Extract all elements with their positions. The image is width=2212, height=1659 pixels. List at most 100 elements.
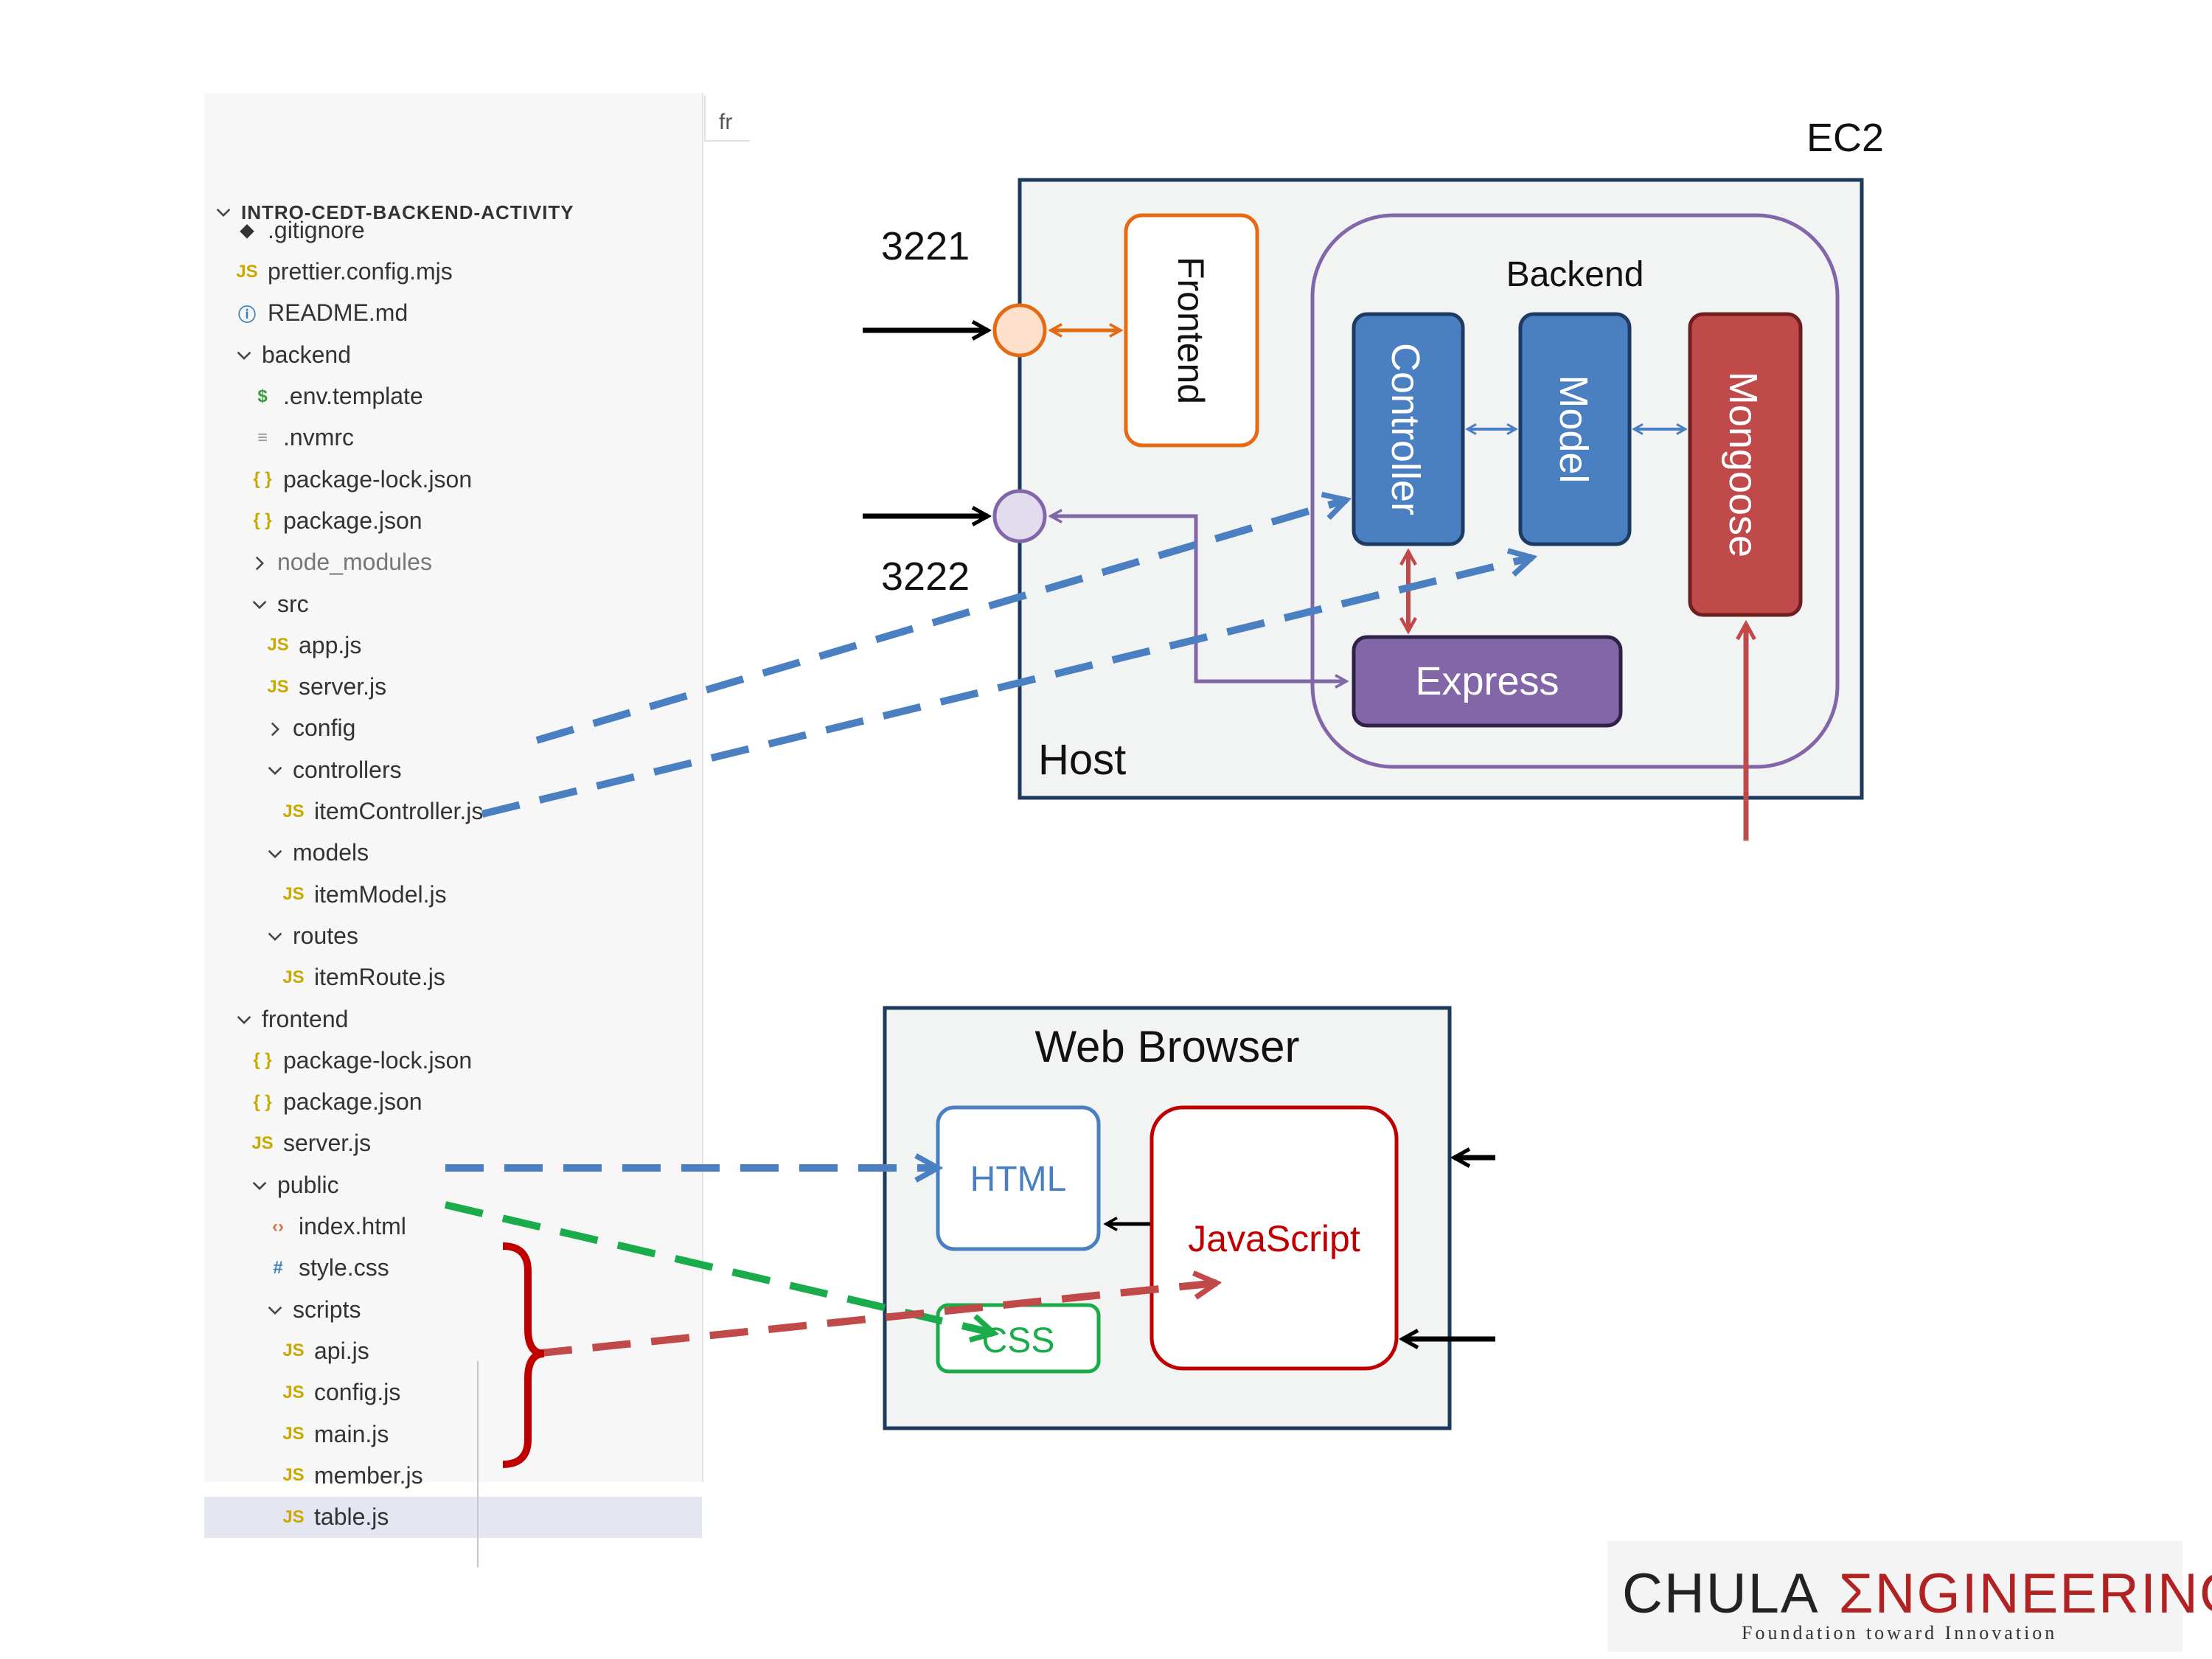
json-file-icon: { }: [253, 1050, 272, 1071]
chevron-down-icon: [234, 1009, 254, 1029]
port-3222-label: 3222: [881, 554, 970, 599]
web-browser-label: Web Browser: [1034, 1022, 1299, 1071]
tree-item-label: package-lock.json: [283, 1046, 473, 1074]
tree-item[interactable]: controllers: [204, 749, 702, 790]
tree-item[interactable]: { }package-lock.json: [204, 459, 702, 500]
tree-item-label: node_modules: [277, 549, 432, 576]
javascript-box: [1150, 1105, 1399, 1371]
tree-item[interactable]: config: [204, 708, 702, 749]
tree-item-label: scripts: [293, 1295, 361, 1323]
chevron-right-icon: [265, 718, 285, 739]
js-file-icon: JS: [267, 676, 289, 697]
javascript-label: JavaScript: [1188, 1218, 1360, 1259]
tree-item[interactable]: ≡.nvmrc: [204, 417, 702, 459]
git-icon: ◆: [240, 220, 254, 240]
explorer-root[interactable]: INTRO-CEDT-BACKEND-ACTIVITY: [204, 192, 702, 233]
chevron-down-icon: [234, 344, 254, 365]
tree-item[interactable]: JS member.js: [204, 1455, 702, 1496]
tree-item-label: index.html: [299, 1213, 406, 1239]
tree-item-label: src: [277, 590, 309, 617]
html-label: HTML: [970, 1160, 1067, 1199]
tree-item[interactable]: public: [204, 1164, 702, 1206]
tree-item-label: itemRoute.js: [314, 964, 445, 991]
js-file-icon: JS: [282, 1465, 305, 1486]
tree-item-label: app.js: [299, 631, 362, 658]
js-file-icon: JS: [267, 635, 289, 655]
tree-item[interactable]: backend: [204, 334, 702, 375]
logo-text-chula: CHULA: [1622, 1562, 1820, 1625]
tree-item-label: backend: [262, 341, 351, 368]
frontend-box: [1124, 213, 1259, 448]
editor-tab[interactable]: fr: [704, 96, 750, 142]
model-label: Model: [1551, 375, 1596, 483]
port-3222-circle: [992, 489, 1047, 543]
tree-item[interactable]: scripts: [204, 1289, 702, 1330]
tree-item[interactable]: { }package.json: [204, 1082, 702, 1123]
chevron-right-icon: [249, 552, 270, 573]
tree-item[interactable]: routes: [204, 915, 702, 956]
json-file-icon: { }: [253, 510, 272, 531]
controller-box: [1352, 312, 1465, 546]
js-file-icon: JS: [282, 1340, 305, 1361]
chevron-down-icon: [213, 202, 234, 223]
chevron-down-icon: [249, 1175, 270, 1195]
backend-container: [1310, 213, 1840, 769]
js-file-icon: JS: [282, 801, 305, 821]
tree-item[interactable]: JS prettier.config.mjs: [204, 251, 702, 293]
tree-item[interactable]: JS app.js: [204, 625, 702, 666]
logo-text-engineering: ΣNGINEERING: [1838, 1562, 2212, 1625]
js-file-icon: JS: [251, 1133, 274, 1153]
frontend-label: Frontend: [1170, 257, 1211, 404]
explorer-root-label: INTRO-CEDT-BACKEND-ACTIVITY: [241, 201, 574, 223]
express-label: Express: [1415, 659, 1559, 703]
tree-item-label: prettier.config.mjs: [268, 258, 453, 285]
port-3221-label: 3221: [881, 224, 970, 268]
tree-item-label: models: [293, 839, 369, 866]
css-file-icon: #: [273, 1257, 283, 1278]
indent-guide: [477, 1361, 479, 1568]
tree-item-label: .gitignore: [268, 216, 365, 243]
tree-item[interactable]: #style.css: [204, 1248, 702, 1289]
html-file-icon: ‹›: [272, 1216, 284, 1237]
tree-item[interactable]: node_modules: [204, 542, 702, 583]
css-label: CSS: [982, 1321, 1055, 1360]
port-3221-circle: [992, 303, 1047, 358]
tree-item[interactable]: $.env.template: [204, 376, 702, 417]
host-label: Host: [1038, 736, 1126, 784]
tree-item[interactable]: JS itemModel.js: [204, 874, 702, 915]
js-file-icon: JS: [282, 1506, 305, 1527]
tree-item[interactable]: { } package-lock.json: [204, 1040, 702, 1081]
tree-item-label: .nvmrc: [283, 424, 354, 451]
tree-item[interactable]: models: [204, 832, 702, 874]
js-file-icon: JS: [282, 884, 305, 905]
backend-label: Backend: [1506, 255, 1644, 294]
tree-item[interactable]: ◆ .gitignore: [204, 209, 702, 251]
tree-item-label: config.js: [314, 1379, 401, 1406]
tree-item[interactable]: src: [204, 583, 702, 625]
tree-item-label: package.json: [283, 507, 422, 534]
tree-item-label: member.js: [314, 1461, 423, 1489]
tree-item[interactable]: { } package.json: [204, 500, 702, 541]
json-file-icon: { }: [253, 469, 272, 490]
tree-item[interactable]: ‹› index.html: [204, 1206, 702, 1248]
chevron-down-icon: [265, 1299, 285, 1320]
tree-item[interactable]: frontend: [204, 998, 702, 1040]
chevron-down-icon: [265, 759, 285, 780]
css-file-link: [444, 1201, 994, 1333]
mongoose-box: [1688, 312, 1803, 617]
js-file-icon: JS: [236, 261, 258, 282]
chevron-down-icon: [265, 843, 285, 863]
tree-item-label: itemModel.js: [314, 880, 447, 908]
logo-tagline: Foundation toward Innovation: [1742, 1622, 2058, 1644]
env-file-icon: $: [257, 386, 268, 406]
